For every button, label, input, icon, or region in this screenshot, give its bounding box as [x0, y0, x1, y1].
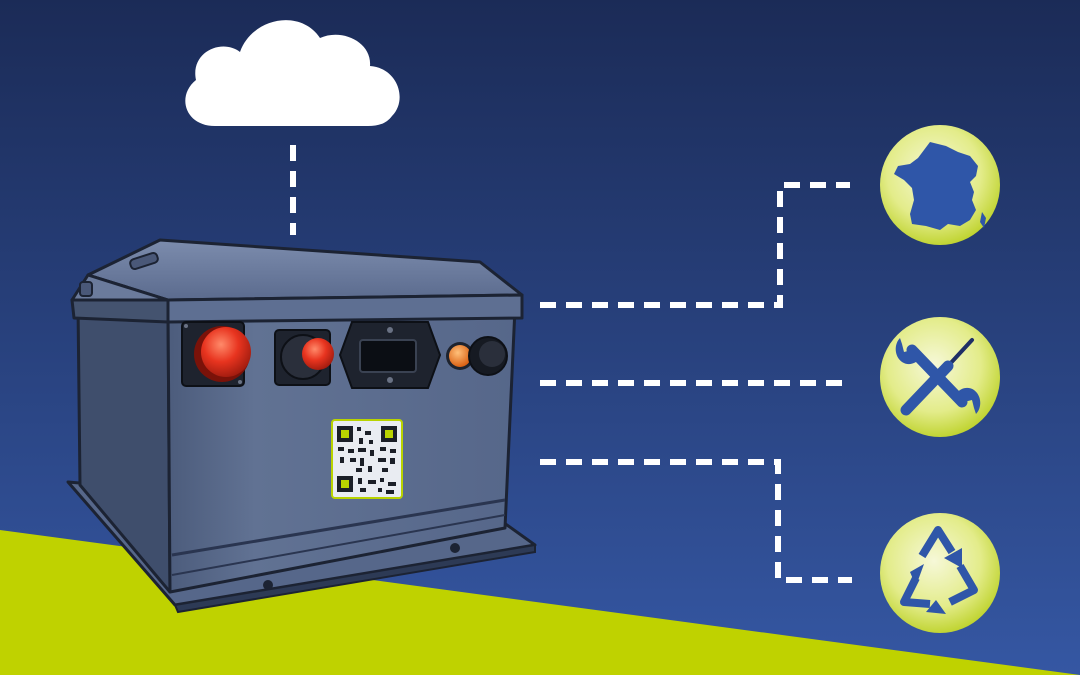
mount-hole [263, 580, 273, 590]
battery-box [66, 238, 537, 614]
red-connector-icon [274, 329, 334, 386]
black-port-icon [468, 336, 508, 376]
orange-led-icon [446, 342, 474, 370]
battery-lid-front [166, 293, 524, 324]
qr-code-icon [331, 419, 403, 499]
badge-france [880, 125, 1000, 245]
connector-france [540, 182, 850, 308]
red-power-button-icon [181, 321, 251, 387]
connector-recycling [540, 459, 852, 583]
recycle-icon [900, 526, 978, 608]
mount-hole [450, 543, 460, 553]
battery-lid-side [70, 298, 170, 324]
badge-recycling [880, 513, 1000, 633]
france-map-icon [894, 142, 986, 230]
lcd-display-icon [338, 321, 442, 389]
connector-lines [290, 145, 852, 583]
badge-maintenance [880, 317, 1000, 437]
cloud-icon [185, 20, 400, 126]
wrench-screwdriver-icon [895, 338, 981, 416]
